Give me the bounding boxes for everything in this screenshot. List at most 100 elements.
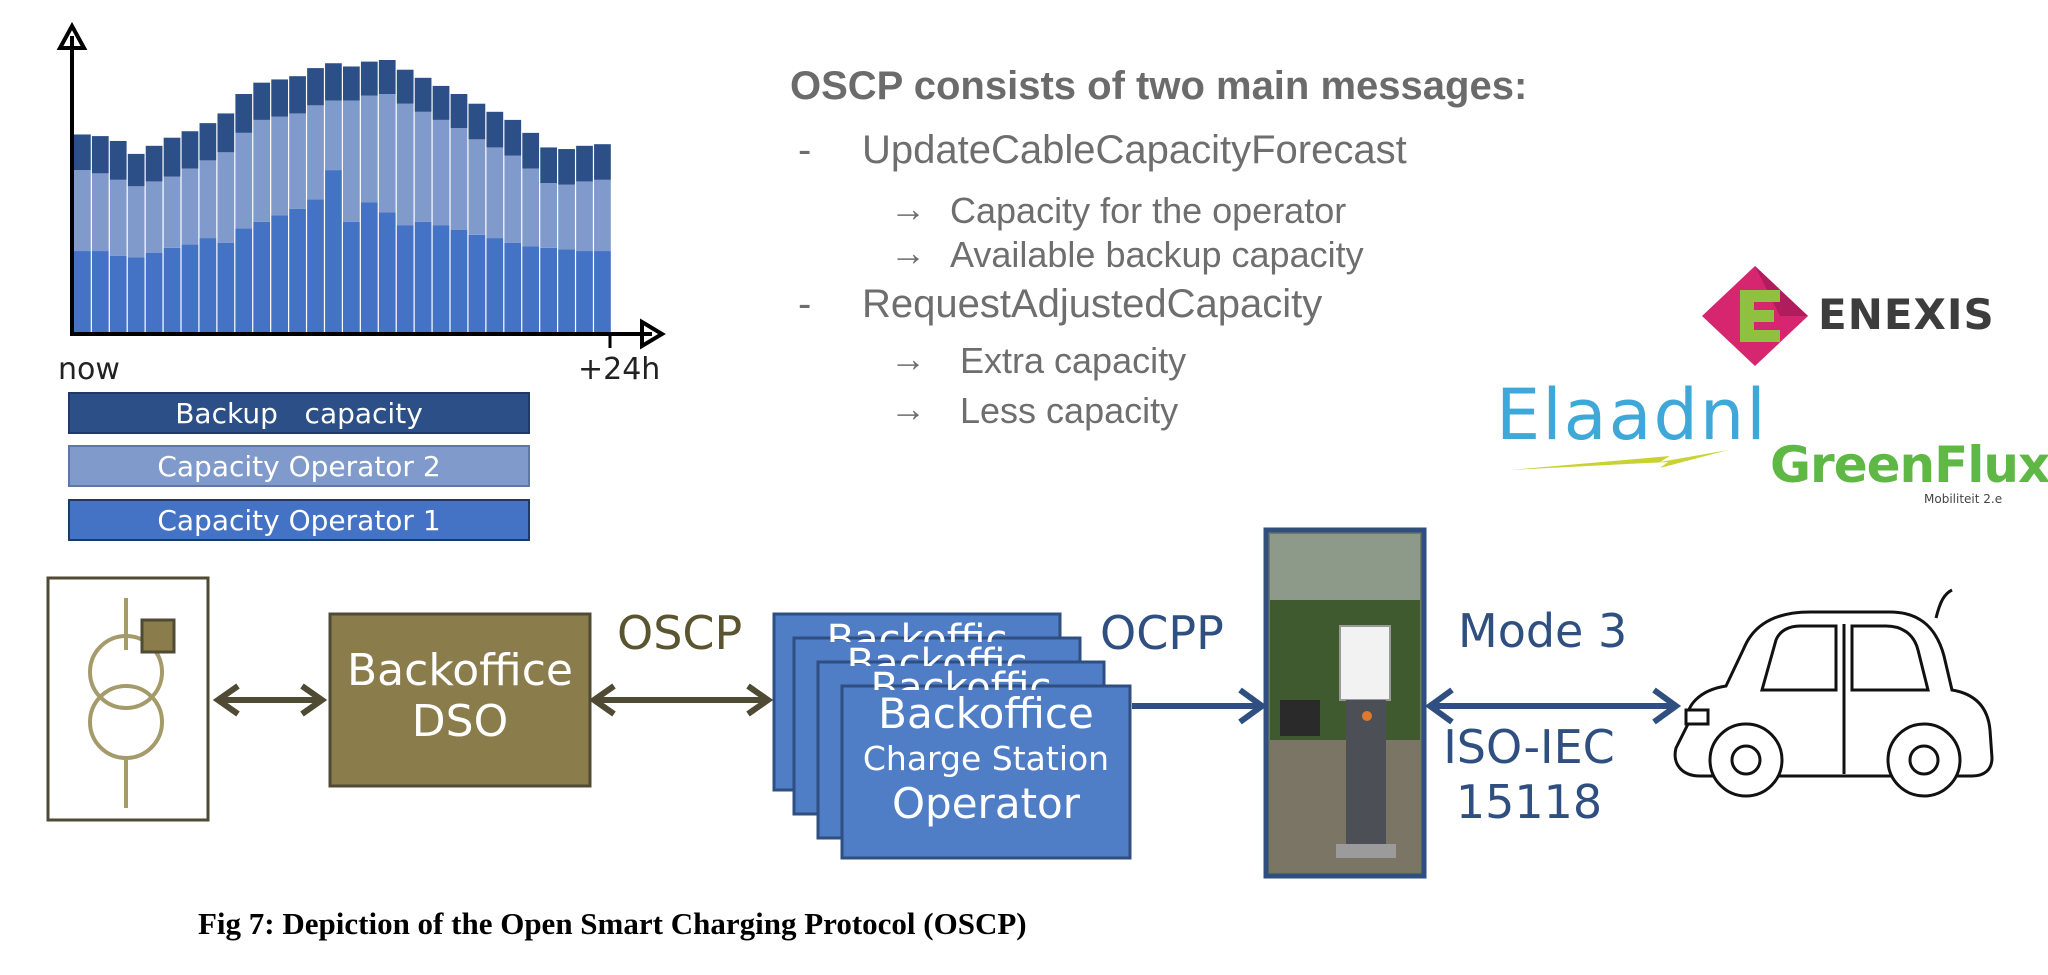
greenflux-wordmark: GreenFlux	[1770, 436, 2048, 494]
charging-station-photo	[1263, 527, 1427, 879]
bar-segment-1-25	[504, 242, 522, 332]
bar-segment-3-17	[360, 61, 378, 96]
message-name-1: UpdateCableCapacityForecast	[862, 128, 1407, 172]
bar-segment-2-30	[594, 179, 611, 252]
figure-caption: Fig 7: Depiction of the Open Smart Charg…	[198, 906, 1027, 941]
bar-segment-3-16	[343, 66, 360, 101]
bar-segment-2-27	[540, 183, 557, 248]
car-icon	[1673, 588, 1994, 798]
bar-segment-1-13	[289, 208, 306, 332]
bar-segment-3-5	[145, 145, 163, 182]
arrow-cso-charger	[1132, 687, 1268, 725]
cso-stack-label-3: Backoffic	[774, 620, 1060, 642]
bar-segment-3-19	[396, 69, 414, 104]
bar-segment-3-29	[576, 145, 593, 182]
bar-segment-1-16	[343, 221, 360, 332]
bar-segment-1-1	[74, 251, 91, 332]
dso-line-2: DSO	[411, 695, 509, 747]
bar-segment-2-17	[360, 95, 378, 203]
ocpp-label: OCPP	[1100, 606, 1224, 660]
bar-segment-2-6	[163, 176, 181, 248]
bar-segment-1-14	[307, 199, 324, 332]
bar-segment-3-24	[486, 111, 504, 148]
bar-segment-1-11	[253, 221, 271, 332]
message-2-sub-1: Extra capacity	[950, 340, 1187, 381]
bar-segment-1-7	[181, 244, 199, 332]
bar-segment-1-30	[594, 251, 611, 332]
bar-segment-3-12	[271, 79, 288, 117]
bar-segment-2-8	[199, 160, 217, 239]
elaad-lightning-icon	[1510, 450, 1728, 470]
bar-segment-2-19	[396, 103, 414, 226]
message-dash-1: -	[798, 128, 812, 172]
arrow-charger-car	[1424, 687, 1682, 725]
bar-segment-1-27	[540, 247, 557, 332]
bar-segment-1-19	[396, 225, 414, 332]
bar-segment-1-5	[145, 252, 163, 332]
bar-segment-2-9	[217, 152, 235, 243]
bar-segment-3-3	[109, 140, 127, 180]
bar-segment-1-2	[91, 251, 109, 332]
bar-segment-2-15	[325, 100, 342, 171]
oscp-label: OSCP	[617, 606, 743, 660]
enexis-logo-icon	[1702, 266, 1808, 366]
bar-segment-2-11	[253, 119, 271, 222]
x-tick-24h: +24h	[578, 352, 661, 387]
y-axis-arrowhead	[56, 21, 88, 50]
bar-segment-2-22	[450, 128, 468, 230]
bar-segment-1-6	[163, 247, 181, 332]
bar-segment-2-16	[343, 100, 360, 222]
message-1-sub-1: Capacity for the operator	[950, 190, 1347, 231]
bar-segment-1-28	[558, 249, 575, 332]
legend-backup-capacity: Backup capacity	[68, 392, 530, 434]
iso-iec-label: ISO-IEC 15118	[1424, 720, 1634, 830]
bar-segment-3-27	[540, 147, 557, 184]
bar-segment-3-28	[558, 149, 575, 185]
message-2-sub-2: Less capacity	[950, 390, 1179, 431]
bar-segment-2-29	[576, 181, 593, 252]
legend-capacity-operator-1: Capacity Operator 1	[68, 499, 530, 541]
bar-segment-1-4	[127, 257, 145, 332]
enexis-wordmark: ENEXIS	[1818, 290, 1995, 339]
bar-segment-2-18	[378, 94, 396, 213]
x-tick-now: now	[58, 352, 120, 387]
bar-segment-2-5	[145, 181, 163, 253]
bar-segment-2-20	[414, 111, 432, 222]
bar-segment-2-21	[432, 119, 450, 226]
bar-segment-2-26	[522, 168, 540, 247]
bar-segment-2-7	[181, 168, 199, 245]
bar-segment-3-4	[127, 153, 145, 187]
bar-segment-2-3	[109, 179, 127, 256]
bar-segment-2-14	[307, 105, 324, 200]
arrow-icon: →	[890, 338, 926, 379]
arrow-icon: →	[890, 388, 926, 429]
legend-capacity-operator-2: Capacity Operator 2	[68, 445, 530, 487]
bar-segment-3-2	[91, 136, 109, 174]
bar-segment-1-9	[217, 242, 235, 332]
bar-segment-3-6	[163, 137, 181, 177]
elaad-wordmark: Elaadnl	[1496, 374, 1768, 456]
bar-segment-2-28	[558, 184, 575, 250]
bar-segment-1-22	[450, 230, 468, 332]
bar-segment-1-21	[432, 225, 450, 332]
bar-segment-3-13	[289, 76, 306, 114]
dso-box-label: Backoffice DSO	[330, 645, 590, 747]
dso-line-1: Backoffice	[347, 645, 573, 696]
bar-segment-1-15	[325, 170, 342, 332]
bar-segment-1-18	[378, 212, 396, 332]
bar-segment-1-26	[522, 246, 540, 332]
bar-segment-3-20	[414, 77, 432, 112]
bar-segment-1-24	[486, 238, 504, 332]
bar-segment-2-24	[486, 147, 504, 239]
dso-box	[328, 612, 592, 788]
capacity-forecast-chart	[56, 21, 666, 350]
bar-segment-2-13	[289, 113, 306, 209]
chart-bars	[74, 60, 611, 332]
greenflux-tagline: Mobiliteit 2.e	[1924, 492, 2003, 506]
bar-segment-2-10	[235, 132, 253, 229]
bar-segment-3-18	[378, 60, 396, 94]
bar-segment-1-12	[271, 215, 288, 332]
cso-stack-label-1: Backoffic	[818, 668, 1104, 690]
bar-segment-2-23	[468, 139, 486, 235]
transformer-icon	[88, 598, 164, 808]
